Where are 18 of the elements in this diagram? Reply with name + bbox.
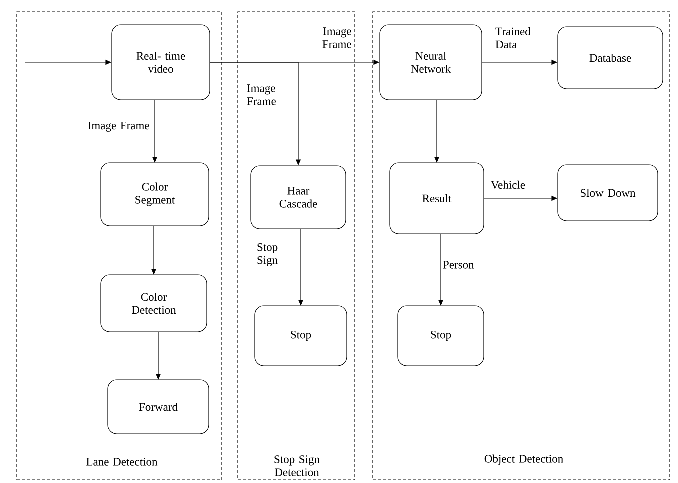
process-box: Result	[390, 162, 484, 234]
process-box: Haar Cascade	[250, 166, 346, 230]
process-box: Real- time video	[112, 24, 210, 100]
process-box: Slow Down	[558, 164, 658, 222]
edge-label: Vehicle	[491, 180, 526, 190]
process-box: Neural Network	[380, 24, 482, 100]
process-box: Stop	[398, 306, 484, 366]
edge-label: Image Frame	[247, 84, 276, 106]
edge-label: Image Frame	[88, 122, 150, 132]
process-box: Color Detection	[100, 274, 208, 332]
process-box: Forward	[108, 380, 210, 434]
edge-label: Person	[443, 261, 474, 269]
process-box: Stop	[254, 306, 348, 366]
process-box: Color Segment	[100, 162, 210, 226]
edge-label: Stop Sign	[258, 243, 278, 267]
process-box: Database	[558, 26, 664, 90]
edge-label: Image Frame	[322, 28, 352, 48]
edge-label: Trained Data	[496, 27, 531, 49]
